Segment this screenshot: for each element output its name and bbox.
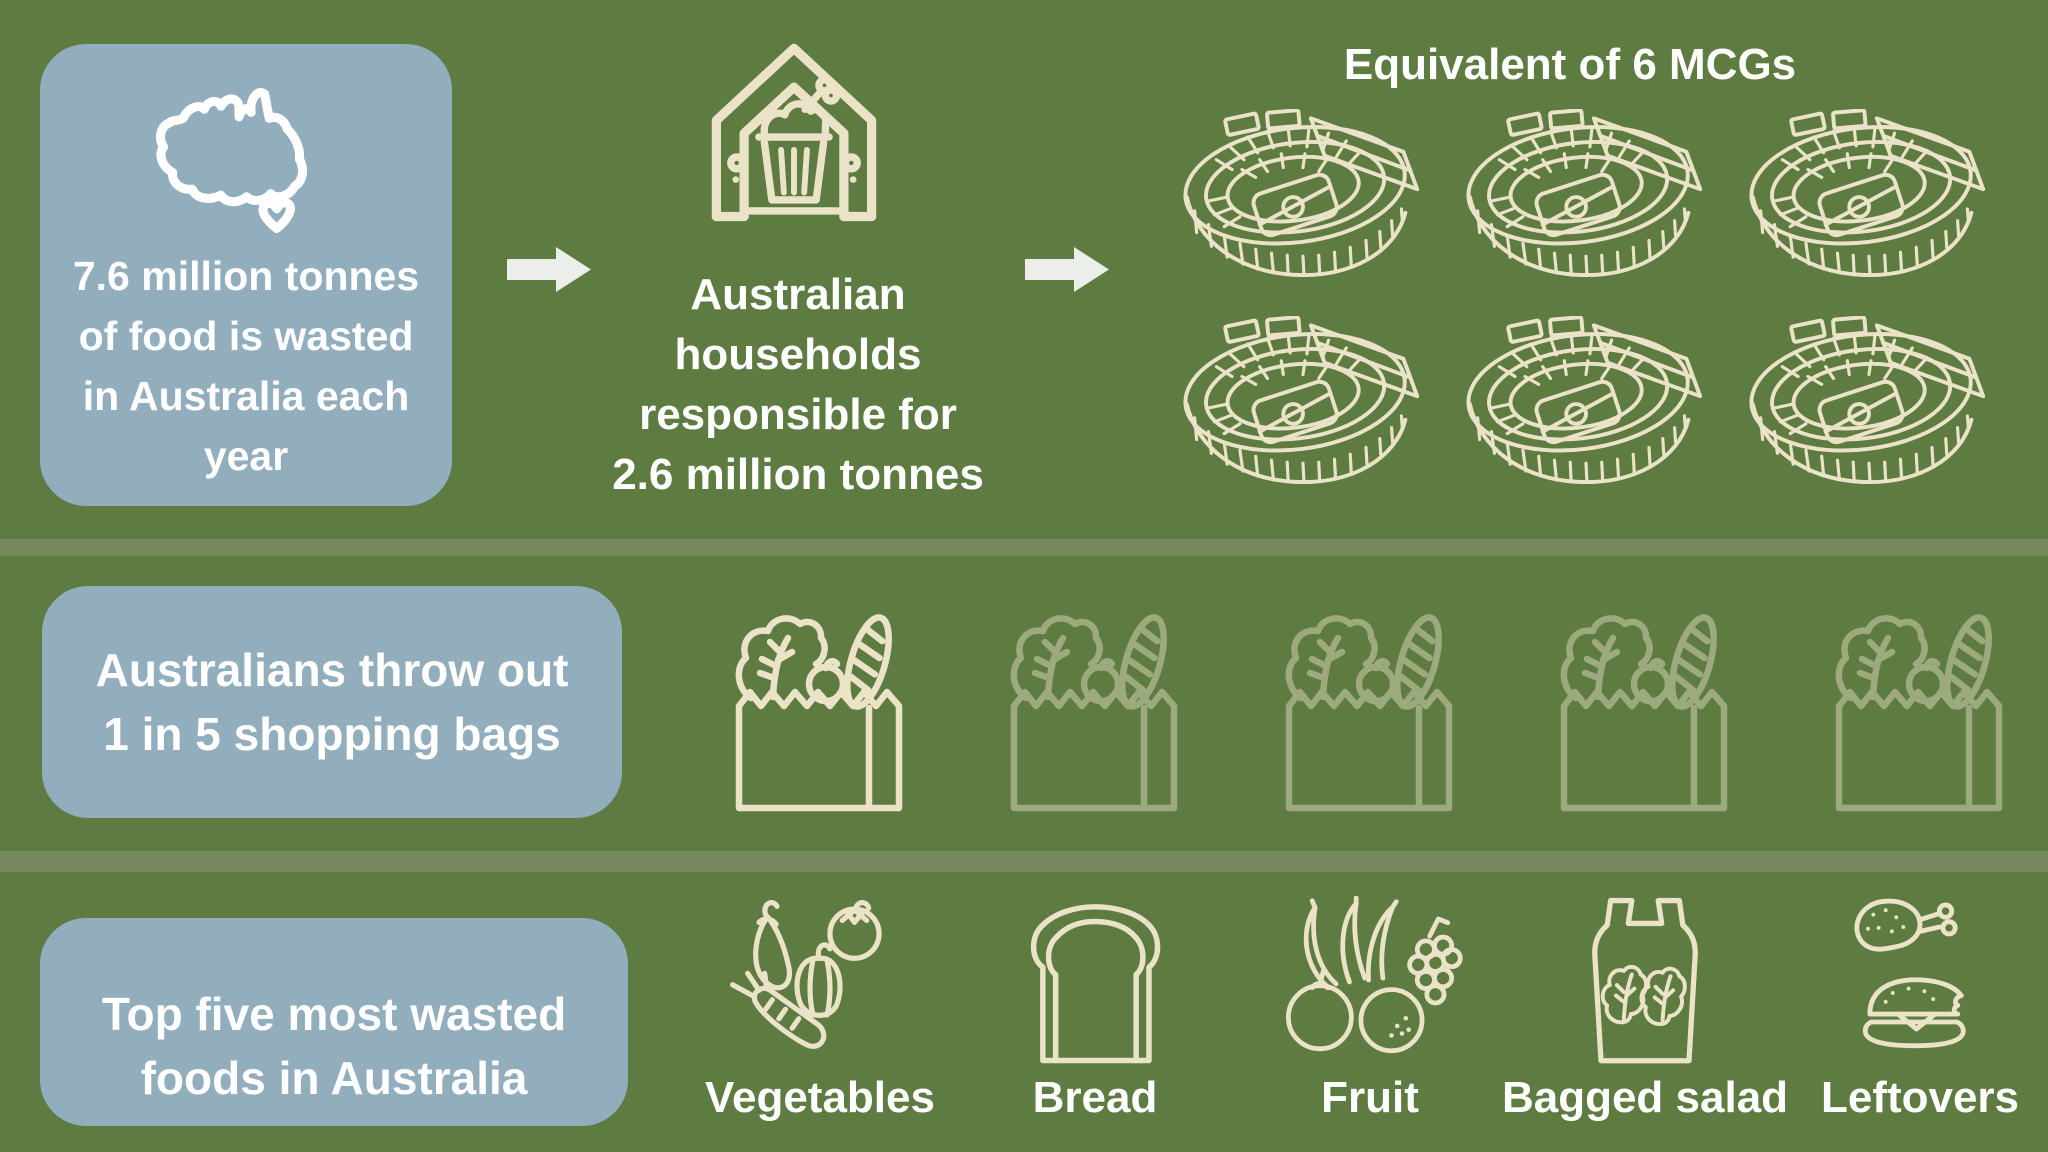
mcg-stadium-icon: [1173, 316, 1429, 502]
shopping-bag-icon-highlighted: [718, 602, 922, 814]
shopping-bags-line: 1 in 5 shopping bags: [103, 708, 561, 760]
stat-card-shopping-bags: Australians throw out 1 in 5 shopping ba…: [42, 586, 622, 818]
top-foods-line: foods in Australia: [140, 1052, 528, 1104]
bagged-salad-iconbox: [1576, 888, 1714, 1066]
mcg-stadium-grid: [1160, 104, 2008, 506]
total-waste-line: 7.6 million tonnes: [72, 253, 420, 299]
bread-icon: [1021, 894, 1169, 1066]
food-item-vegetables: Vegetables: [680, 888, 960, 1124]
bagged-salad-icon: [1576, 890, 1714, 1066]
food-label: Vegetables: [705, 1073, 935, 1122]
shopping-bags-row: [718, 602, 2022, 814]
leftovers-iconbox: [1830, 888, 2010, 1066]
food-item-fruit: Fruit: [1230, 888, 1510, 1124]
fruit-iconbox: [1265, 888, 1475, 1066]
bread-iconbox: [1021, 888, 1169, 1066]
section-divider-1: [0, 539, 2048, 556]
total-waste-line: year: [203, 433, 289, 479]
australia-map-icon: [138, 64, 334, 242]
food-label: Bagged salad: [1501, 1073, 1789, 1122]
stat-card-total-waste: 7.6 million tonnes of food is wasted in …: [40, 44, 452, 506]
total-waste-line: in Australia each: [82, 373, 410, 419]
shopping-bag-icon-faded: [1543, 602, 1747, 814]
vegetables-icon: [720, 894, 920, 1066]
household-line: responsible for: [639, 390, 957, 439]
mcg-stadium-icon: [1456, 316, 1712, 502]
mcg-stadium-icon: [1456, 109, 1712, 295]
mcg-stadium-icon: [1739, 316, 1995, 502]
top-foods-text: Top five most wasted foods in Australia: [40, 966, 628, 1126]
leftovers-icon: [1830, 890, 2010, 1066]
food-label: Fruit: [1321, 1073, 1419, 1122]
house-food-waste-icon: [690, 28, 898, 235]
food-item-leftovers: Leftovers: [1780, 888, 2048, 1124]
right-arrow-icon: [507, 247, 591, 292]
household-line: 2.6 million tonnes: [612, 450, 984, 499]
total-waste-line: of food is wasted: [78, 313, 414, 359]
mcg-stadium-icon: [1739, 109, 1995, 295]
shopping-bag-icon-faded: [1818, 602, 2022, 814]
food-item-bread: Bread: [955, 888, 1235, 1124]
shopping-bag-icon-faded: [1268, 602, 1472, 814]
food-label: Leftovers: [1820, 1073, 2020, 1122]
section-divider-2: [0, 851, 2048, 872]
stat-card-top-foods: Top five most wasted foods in Australia: [40, 918, 628, 1126]
household-line: households: [674, 330, 922, 379]
vegetables-iconbox: [720, 888, 920, 1066]
household-stat-text: Australian households responsible for 2.…: [568, 265, 1028, 505]
mcg-stadium-icon: [1173, 109, 1429, 295]
food-item-bagged-salad: Bagged salad: [1501, 888, 1789, 1124]
right-arrow-icon: [1025, 247, 1109, 292]
total-waste-text: 7.6 million tonnes of food is wasted in …: [40, 246, 452, 486]
fruit-icon: [1265, 896, 1475, 1066]
shopping-bags-line: Australians throw out: [95, 644, 569, 696]
shopping-bag-icon-faded: [993, 602, 1197, 814]
food-label: Bread: [1032, 1073, 1158, 1122]
household-line: Australian: [690, 270, 906, 319]
mcg-equivalence-title: Equivalent of 6 MCGs: [1343, 40, 1797, 89]
shopping-bags-text: Australians throw out 1 in 5 shopping ba…: [42, 586, 622, 818]
top-foods-line: Top five most wasted: [101, 988, 567, 1040]
